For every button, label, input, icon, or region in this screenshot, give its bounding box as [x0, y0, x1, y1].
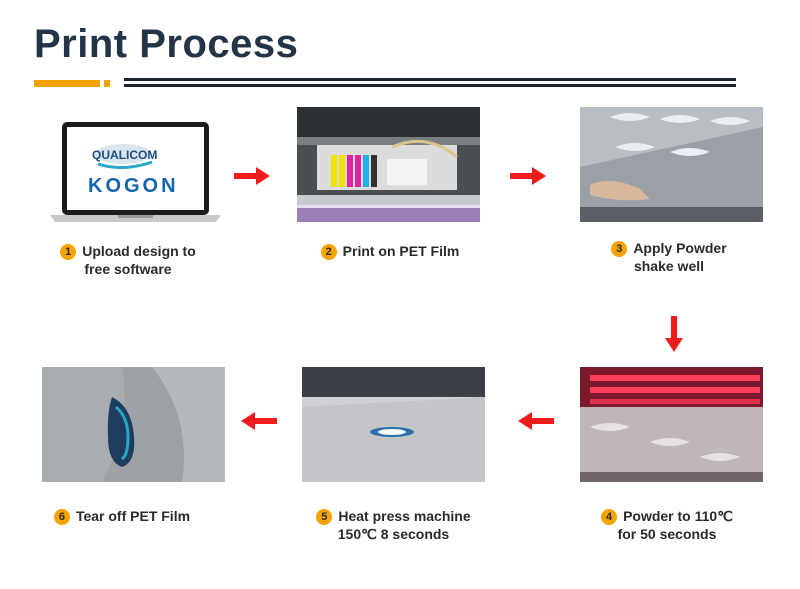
page-title: Print Process — [34, 22, 299, 66]
step-1-label: 1 Upload design to free software — [48, 242, 208, 278]
qualicom-logo-text: QUALICOM — [92, 148, 157, 162]
step-number-badge: 3 — [611, 241, 628, 257]
printer-image — [297, 107, 480, 222]
step-4-label: 4 Powder to 110℃ for 50 seconds — [587, 507, 747, 543]
tshirt-image — [42, 367, 225, 482]
step-5-label: 5 Heat press machine 150℃ 8 seconds — [302, 507, 485, 543]
arrow-right-icon — [234, 167, 270, 185]
step-text-line2: 150℃ 8 seconds — [337, 526, 450, 542]
title-rule-top — [124, 78, 736, 81]
title-underline-accent-small — [104, 80, 110, 87]
heat-press-image — [302, 367, 485, 482]
step-text-line2: shake well — [633, 258, 705, 274]
laptop-image: QUALICOM KOGON — [48, 120, 223, 224]
step-2-label: 2 Print on PET Film — [305, 242, 475, 260]
step-number-badge: 2 — [320, 244, 337, 260]
step-text-line1: Powder to 110℃ — [623, 508, 733, 524]
step-6-label: 6 Tear off PET Film — [42, 507, 202, 525]
arrow-left-icon — [241, 412, 277, 430]
step-text-line1: Heat press machine — [338, 508, 471, 524]
step-number-badge: 6 — [53, 509, 70, 525]
step-text-line2: for 50 seconds — [617, 526, 717, 542]
step-text-line1: Print on PET Film — [342, 243, 460, 259]
step-number-badge: 1 — [60, 244, 77, 260]
step-text-line1: Apply Powder — [633, 240, 727, 256]
powder-film-image — [580, 107, 763, 222]
step-number-badge: 4 — [601, 509, 618, 525]
title-rule-bottom — [124, 84, 736, 87]
step-text-line1: Tear off PET Film — [75, 508, 191, 524]
oven-image — [580, 367, 763, 482]
title-underline-accent — [34, 80, 100, 87]
arrow-down-icon — [665, 316, 683, 352]
step-number-badge: 5 — [316, 509, 333, 525]
step-text-line1: Upload design to — [82, 243, 196, 259]
arrow-left-icon — [518, 412, 554, 430]
arrow-right-icon — [510, 167, 546, 185]
step-text-line2: free software — [84, 261, 172, 277]
kogon-logo-text: KOGON — [88, 175, 179, 197]
step-3-label: 3 Apply Powder shake well — [594, 239, 744, 275]
